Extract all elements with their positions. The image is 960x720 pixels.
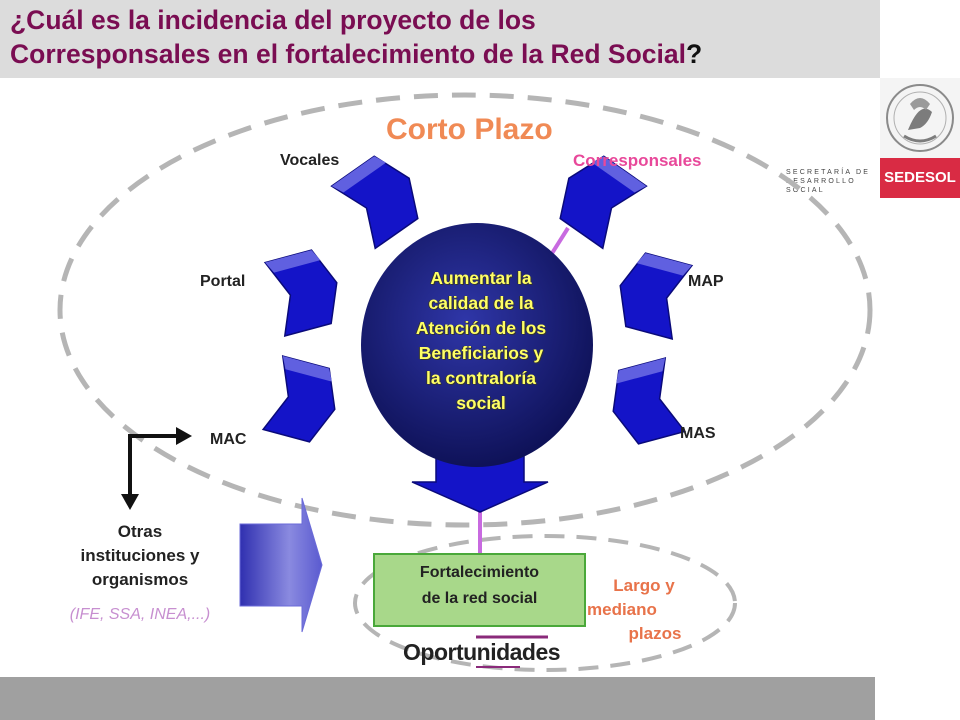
sedesol-label: SEDESOL <box>884 169 956 186</box>
footer-bar <box>0 677 875 720</box>
other-institutions-label: Otras instituciones y organismos <box>30 520 250 592</box>
secretaria-text: SECRETARÍA DE DESARROLLO SOCIAL <box>786 168 876 195</box>
center-line-3: Atención de los <box>415 318 547 338</box>
arrow-mas-icon <box>612 357 687 445</box>
node-label-map: MAP <box>688 273 724 290</box>
arrow-portal-icon <box>263 249 338 337</box>
secretaria-line-1: SECRETARÍA DE <box>786 169 871 176</box>
sedesol-logo <box>880 0 960 210</box>
center-line-2: calidad de la <box>428 293 534 313</box>
other-line-1: Otras <box>117 522 163 541</box>
title-band <box>0 0 880 78</box>
elbow-arrow-icon <box>121 427 192 510</box>
long-term-ellipse <box>353 534 737 672</box>
center-line-4: Beneficiarios y <box>418 343 544 363</box>
center-line-1: Aumentar la <box>430 268 532 288</box>
node-label-portal: Portal <box>200 273 246 290</box>
other-line-2: instituciones y <box>80 546 200 565</box>
center-goal-text: Aumentar la calidad de la Atención de lo… <box>378 266 584 416</box>
center-line-6: social <box>456 393 506 413</box>
secretaria-line-2: DESARROLLO SOCIAL <box>786 178 856 194</box>
center-line-5: la contraloría <box>426 368 536 388</box>
title-line-1: ¿Cuál es la incidencia del proyecto de l… <box>10 5 536 35</box>
node-label-mas: MAS <box>680 425 716 442</box>
center-circle <box>361 223 593 467</box>
other-line-3: organismos <box>91 570 189 589</box>
node-label-corresponsales: Corresponsales <box>573 151 702 170</box>
title-question-mark: ? <box>685 39 703 69</box>
long-term-label: Largo y mediano plazos <box>585 574 695 646</box>
long-term-line-3: plazos <box>628 624 682 643</box>
arrow-mac-icon <box>261 355 336 443</box>
long-term-line-1: Largo y <box>613 576 675 595</box>
arrow-map-icon <box>619 252 694 340</box>
result-line-2: de la red social <box>421 590 538 607</box>
node-label-vocales: Vocales <box>280 152 340 169</box>
arrow-vocales-icon <box>330 155 419 250</box>
short-term-ellipse <box>57 92 873 528</box>
mexican-coat-of-arms-seal-icon <box>880 78 960 158</box>
sedesol-badge <box>880 158 960 198</box>
page-title: ¿Cuál es la incidencia del proyecto de l… <box>10 3 702 71</box>
result-box <box>373 553 586 627</box>
result-line-1: Fortalecimiento <box>419 564 540 581</box>
short-term-label: Corto Plazo <box>386 113 553 146</box>
result-text: Fortalecimiento de la red social <box>373 560 586 612</box>
node-label-mac: MAC <box>210 431 247 448</box>
oportunidades-logo: Oportunidades <box>403 639 561 665</box>
long-term-line-2: mediano <box>587 600 657 619</box>
side-arrow-icon <box>239 497 323 633</box>
arrow-corresponsales-icon <box>559 155 648 250</box>
other-institutions-examples: (IFE, SSA, INEA,...) <box>69 606 211 623</box>
title-line-2: Corresponsales en el fortalecimiento de … <box>10 39 686 69</box>
